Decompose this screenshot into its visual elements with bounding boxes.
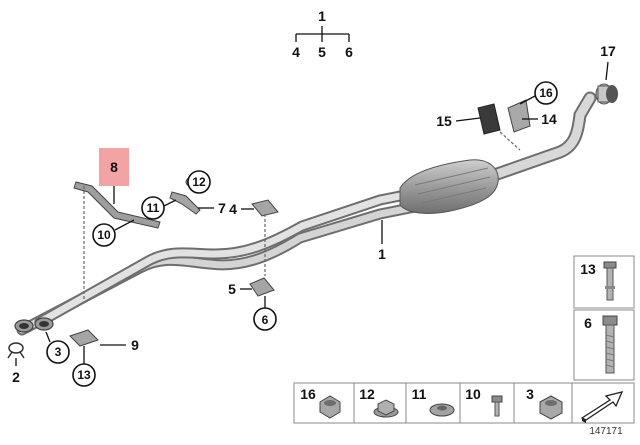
callout-14: 14 xyxy=(541,111,557,127)
callout-1: 1 xyxy=(378,246,386,262)
callouts: 17 16 15 14 8 12 11 7 10 4 1 xyxy=(12,43,616,387)
catalytic-converter xyxy=(399,159,499,214)
callout-16: 16 xyxy=(539,86,553,100)
callout-3-circle xyxy=(46,340,70,364)
diagram-reference-number: 147171 xyxy=(589,426,623,437)
callout-8-highlight xyxy=(99,148,129,186)
callout-9: 9 xyxy=(131,337,139,353)
callout-10-circle xyxy=(92,223,116,247)
bolt-13-icon xyxy=(603,261,617,301)
bolt-6-icon xyxy=(602,315,618,374)
legend-box-arrow xyxy=(571,382,635,424)
callout-15: 15 xyxy=(436,113,452,129)
callout-3: 3 xyxy=(55,345,62,359)
legend-label-11: 11 xyxy=(412,386,427,402)
group-child-label-6: 6 xyxy=(345,44,353,60)
clamp xyxy=(7,342,25,359)
callout-11-circle xyxy=(141,196,165,220)
legend-label-10: 10 xyxy=(465,386,481,402)
legend-label-12: 12 xyxy=(359,386,375,402)
nut-3-icon xyxy=(539,395,563,420)
callout-10: 10 xyxy=(97,228,111,242)
legend-label-6: 6 xyxy=(584,315,592,331)
callout-11: 11 xyxy=(147,201,160,215)
callout-12: 12 xyxy=(192,175,206,189)
side-legend: 13 6 xyxy=(573,255,635,381)
legend-label-3: 3 xyxy=(526,386,534,402)
screw-10-icon xyxy=(491,395,503,417)
callout-13: 13 xyxy=(77,368,91,382)
exhaust-pipe-assembly xyxy=(7,83,618,359)
group-bracket: 1 4 5 6 xyxy=(292,8,353,60)
direction-arrow-icon xyxy=(580,391,624,423)
callout-5: 5 xyxy=(228,281,236,297)
callout-6: 6 xyxy=(262,313,269,327)
group-parent-label: 1 xyxy=(318,8,326,24)
bottom-legend: 16 12 11 10 3 xyxy=(293,382,635,424)
callout-7: 7 xyxy=(218,200,226,216)
callout-16-circle xyxy=(534,81,558,105)
callout-2: 2 xyxy=(12,369,20,385)
callout-8: 8 xyxy=(110,159,118,175)
nut-12-icon xyxy=(373,399,399,418)
callout-4: 4 xyxy=(229,201,237,217)
washer-11-icon xyxy=(429,403,455,417)
legend-label-13: 13 xyxy=(580,261,596,277)
legend-label-16: 16 xyxy=(300,386,316,402)
group-child-label-5: 5 xyxy=(318,44,326,60)
legend-box-10 xyxy=(459,382,515,424)
hangers xyxy=(69,99,531,347)
callout-17: 17 xyxy=(600,43,616,59)
group-child-label-4: 4 xyxy=(292,44,300,60)
nut-16-icon xyxy=(319,395,341,419)
outlet-flange xyxy=(595,83,618,105)
callout-12-circle xyxy=(187,170,211,194)
pipe-ends xyxy=(14,317,54,333)
